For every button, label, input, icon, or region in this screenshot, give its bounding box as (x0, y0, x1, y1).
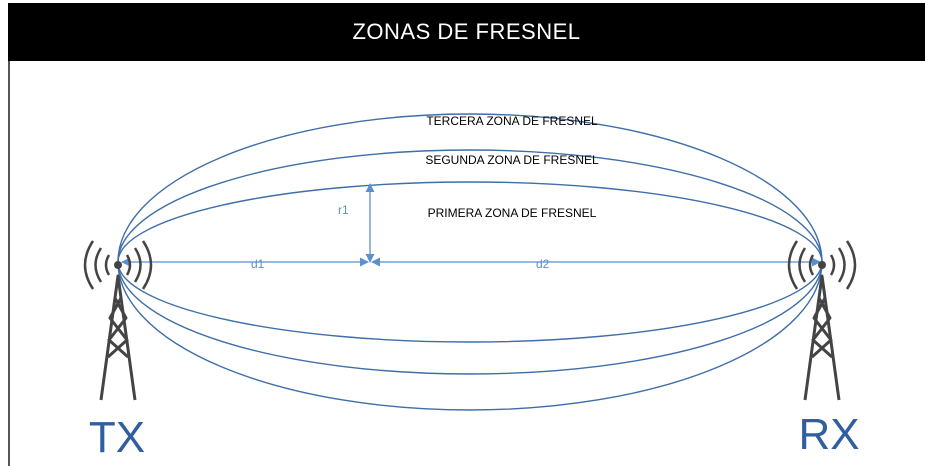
third-zone-label: TERCERA ZONA DE FRESNEL (426, 114, 598, 128)
rx-tower-icon (787, 240, 857, 401)
d2-label: d2 (536, 257, 550, 271)
rx-label: RX (798, 410, 859, 459)
second-zone-label: SEGUNDA ZONA DE FRESNEL (425, 153, 599, 167)
frame-border (8, 61, 10, 466)
tx-label: TX (89, 413, 145, 462)
diagram-title: ZONAS DE FRESNEL (8, 3, 925, 61)
first-zone-label: PRIMERA ZONA DE FRESNEL (428, 206, 597, 220)
r1-label: r1 (338, 203, 349, 217)
tx-tower-icon (83, 240, 153, 401)
d1-label: d1 (251, 257, 265, 271)
